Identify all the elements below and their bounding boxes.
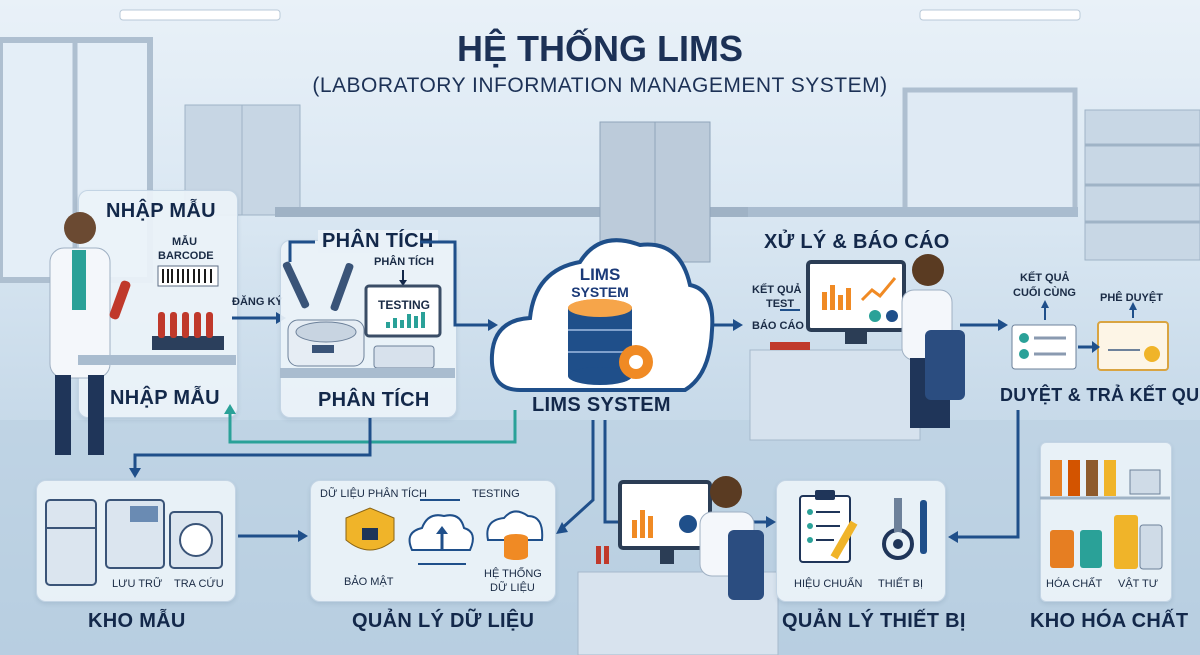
hoa-chat-label: HÓA CHẤT <box>1046 578 1103 590</box>
cloud-text-system: SYSTEM <box>571 284 629 300</box>
tra-cuu-label: TRA CỨU <box>174 578 224 590</box>
barcode-label: BARCODE <box>158 250 214 262</box>
kho-hoa-chat-header: KHO HÓA CHẤT <box>1030 610 1189 632</box>
xu-ly-header: XỬ LÝ & BÁO CÁO <box>764 231 950 253</box>
nhap-mau-header: NHẬP MẪU <box>106 200 216 222</box>
duyet-header: DUYỆT & TRẢ KẾT QUẢ <box>1000 385 1200 405</box>
bao-cao-label: BÁO CÁO <box>752 320 804 332</box>
phe-duyet-label: PHÊ DUYỆT <box>1100 292 1163 304</box>
vat-tu-label: VẬT TƯ <box>1118 578 1159 590</box>
thiet-bi-label: THIẾT BỊ <box>878 578 924 590</box>
he-thong-label: HỆ THỐNG <box>484 568 542 580</box>
phan-tich-header: PHÂN TÍCH <box>318 230 438 253</box>
phan-tich-small-label: PHÂN TÍCH <box>374 256 434 268</box>
testing-label: TESTING <box>472 488 520 500</box>
luu-tru-label: LƯU TRỮ <box>112 578 163 590</box>
test-label: TEST <box>766 298 795 310</box>
phan-tich-footer: PHÂN TÍCH <box>318 389 430 411</box>
bao-mat-label: BẢO MẬT <box>344 576 394 588</box>
hieu-chuan-label: HIỆU CHUẨN <box>794 578 863 590</box>
sample-label: MẪU <box>172 236 198 248</box>
page-subtitle: (LABORATORY INFORMATION MANAGEMENT SYSTE… <box>312 74 888 97</box>
quan-ly-du-lieu-header: QUẢN LÝ DỮ LIỆU <box>352 610 535 632</box>
du-lieu-label: DỮ LIỆU <box>490 582 535 594</box>
nhap-mau-footer: NHẬP MẪU <box>110 387 220 409</box>
page-title: HỆ THỐNG LIMS <box>457 28 743 69</box>
quan-ly-thiet-bi-header: QUẢN LÝ THIẾT BỊ <box>782 610 966 632</box>
ket-qua-label: KẾT QUẢ <box>752 284 802 296</box>
ket-qua-cuoi-label-2: CUỐI CÙNG <box>1013 287 1076 299</box>
dang-ky-label: ĐĂNG KÝ <box>232 296 283 308</box>
ket-qua-cuoi-label-1: KẾT QUẢ <box>1020 272 1070 284</box>
kho-mau-header: KHO MẪU <box>88 610 186 632</box>
cloud-text-lims: LIMS <box>579 265 621 284</box>
du-lieu-phan-tich-label: DỮ LIỆU PHÂN TÍCH <box>320 488 427 500</box>
lims-system-label: LIMS SYSTEM <box>532 394 671 416</box>
testing-screen-label: TESTING <box>378 298 431 312</box>
